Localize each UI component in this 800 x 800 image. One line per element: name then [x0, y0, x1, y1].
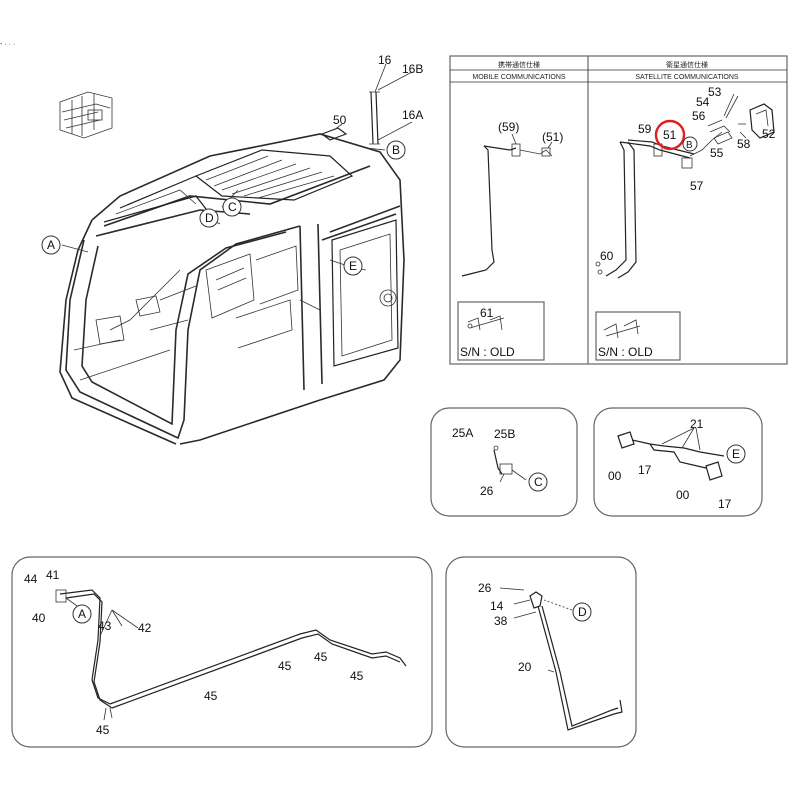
ref-circle-b	[386, 140, 406, 160]
mobile-title-jp: 携帯通信仕様	[498, 60, 540, 69]
e-label-00-left: 00	[608, 469, 622, 483]
a-label-45-1: 45	[278, 659, 292, 673]
ref-circle-c	[222, 197, 242, 217]
e-ref-circle	[726, 444, 746, 464]
c-ref-label: C	[534, 475, 543, 489]
d-ref-label: D	[578, 605, 587, 619]
cab-drawing	[59, 63, 413, 445]
e-label-21: 21	[690, 417, 704, 431]
c-label-25a: 25A	[452, 426, 473, 440]
sat-ref-label-b: B	[686, 140, 693, 151]
label-16: 16	[378, 53, 392, 67]
a-label-45-5: 45	[96, 723, 110, 737]
sat-label-60: 60	[600, 249, 614, 263]
corner-mark: - · · ·	[0, 41, 15, 48]
satellite-harness	[595, 93, 775, 361]
e-ref-label: E	[732, 447, 740, 461]
sat-label-52: 52	[762, 127, 776, 141]
mobile-label-59: (59)	[498, 120, 519, 134]
sat-label-51: 51	[663, 128, 677, 142]
ref-label-c: C	[228, 200, 237, 214]
e-label-17-left: 17	[638, 463, 652, 477]
communications-panel	[449, 55, 788, 365]
e-label-00-right: 00	[676, 488, 690, 502]
mobile-label-51: (51)	[542, 130, 563, 144]
a-label-40: 40	[32, 611, 46, 625]
ref-label-e: E	[349, 259, 357, 273]
label-50: 50	[333, 113, 347, 127]
a-label-42: 42	[138, 621, 152, 635]
label-16a: 16A	[402, 108, 423, 122]
label-16b: 16B	[402, 62, 423, 76]
a-label-45-4: 45	[204, 689, 218, 703]
ref-label-d: D	[205, 211, 214, 225]
a-label-45-2: 45	[314, 650, 328, 664]
satellite-title-en: SATELLITE COMMUNICATIONS	[635, 74, 739, 81]
sat-label-56: 56	[692, 109, 706, 123]
ref-label-a: A	[47, 238, 55, 252]
d-ref-circle	[572, 602, 592, 622]
highlight-circle-51	[654, 119, 686, 151]
sat-label-54: 54	[696, 95, 710, 109]
d-label-20: 20	[518, 660, 532, 674]
ref-circle-a	[41, 235, 61, 255]
location-thumbnail	[59, 91, 113, 139]
c-label-25b: 25B	[494, 427, 515, 441]
sat-sn-old: S/N : OLD	[598, 345, 653, 359]
sat-label-57: 57	[690, 179, 704, 193]
mobile-title-en: MOBILE COMMUNICATIONS	[472, 74, 566, 81]
d-label-38: 38	[494, 614, 508, 628]
detail-d-panel	[445, 556, 637, 748]
detail-e-panel	[593, 407, 763, 517]
c-ref-circle	[528, 472, 548, 492]
a-label-43: 43	[98, 619, 112, 633]
ref-circle-e	[343, 256, 363, 276]
ref-label-b: B	[392, 143, 400, 157]
detail-c-panel	[430, 407, 578, 517]
a-label-45-3: 45	[350, 669, 364, 683]
mobile-harness	[457, 133, 553, 361]
sat-label-59: 59	[638, 122, 652, 136]
d-label-26: 26	[478, 581, 492, 595]
sat-label-58: 58	[737, 137, 751, 151]
sat-label-55: 55	[710, 146, 724, 160]
e-label-17-right: 17	[718, 497, 732, 511]
a-label-41: 41	[46, 568, 60, 582]
satellite-title-jp: 衛星通信仕様	[666, 60, 708, 69]
d-label-14: 14	[490, 599, 504, 613]
sat-ref-circle-b	[682, 136, 698, 152]
a-label-44: 44	[24, 572, 38, 586]
detail-a-panel	[11, 556, 433, 748]
mobile-label-61: 61	[480, 306, 494, 320]
sat-label-53: 53	[708, 85, 722, 99]
mobile-sn-old: S/N : OLD	[460, 345, 515, 359]
a-ref-label: A	[78, 607, 86, 621]
c-label-26: 26	[480, 484, 494, 498]
a-ref-circle	[72, 604, 92, 624]
ref-circle-d	[199, 208, 219, 228]
